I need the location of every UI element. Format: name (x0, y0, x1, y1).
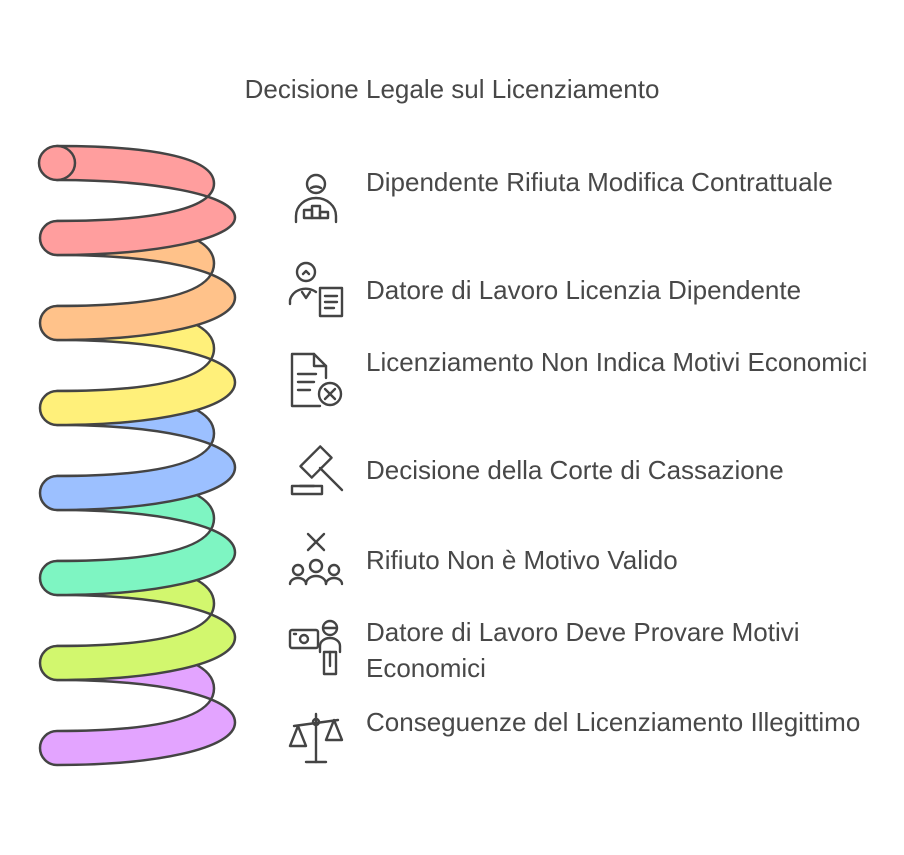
step-label-2: Datore di Lavoro Licenzia Dipendente (366, 275, 802, 305)
scales-icon (284, 706, 348, 770)
coil-band-1 (38, 144, 237, 257)
group-rejected-icon (284, 528, 348, 592)
step-label-3: Licenziamento Non Indica Motivi Economic… (366, 347, 868, 377)
step-label-5: Rifiuto Non è Motivo Valido (366, 545, 678, 575)
employer-document-icon (284, 258, 348, 322)
step-label-1: Dipendente Rifiuta Modifica Contrattuale (366, 167, 833, 197)
coil-end-cap (37, 144, 77, 182)
step-label-7: Conseguenze del Licenziamento Illegittim… (366, 707, 861, 737)
spiral-coil (37, 144, 237, 767)
gavel-icon (284, 438, 348, 502)
document-rejected-icon (284, 348, 348, 412)
step-label-6: Datore di Lavoro Deve Provare Motivi Eco… (366, 617, 800, 683)
step-label-4: Decisione della Corte di Cassazione (366, 455, 784, 485)
person-refusing-icon (284, 166, 348, 230)
employer-money-icon (284, 616, 348, 680)
diagram-title: Decisione Legale sul Licenziamento (244, 74, 660, 104)
